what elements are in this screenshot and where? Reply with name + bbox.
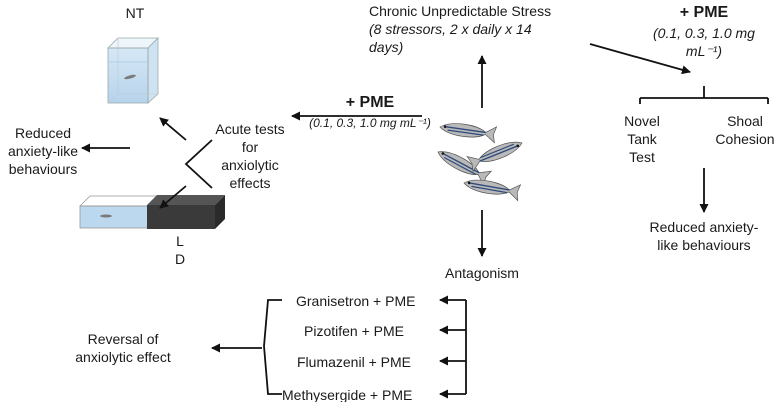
- arrow-to-nt: [159, 117, 187, 141]
- pme-right-line2: (0.1, 0.3, 1.0 mg: [653, 25, 755, 41]
- chevron-connector: [184, 139, 213, 189]
- pme-center-doses: (0.1, 0.3, 1.0 mg mL⁻¹): [309, 116, 431, 130]
- pme-right-title: + PME: [679, 4, 729, 21]
- reversal-line2: anxiolytic effect: [75, 349, 171, 365]
- nt-label: NT: [125, 5, 145, 21]
- novel-tank-line1: Novel: [624, 113, 660, 129]
- reduced-left-line1: Reduced: [14, 125, 72, 141]
- reduced-right-line1: Reduced anxiety-: [649, 219, 759, 235]
- antagonism-label: Antagonism: [445, 265, 519, 281]
- acute-tests-line3: anxiolytic: [221, 157, 279, 173]
- novel-tank-line3: Test: [629, 149, 655, 165]
- chronic-title: Chronic Unpredictable Stress: [369, 3, 552, 19]
- zebrafish-group-illustration: [437, 123, 523, 202]
- reduced-left-line2: anxiety-like: [7, 143, 79, 159]
- novel-tank-illustration: [107, 37, 159, 104]
- antagonist-granisetron: Granisetron + PME: [296, 293, 416, 309]
- antagonist-methysergide: Methysergide + PME: [282, 387, 413, 402]
- light-dark-box-illustration: [79, 195, 225, 229]
- antagonist-flumazenil: Flumazenil + PME: [297, 354, 411, 370]
- ld-label-l: L: [176, 233, 184, 249]
- pme-right-line3: mL⁻¹): [685, 43, 723, 59]
- connectors: [81, 43, 769, 399]
- left-bracket: [263, 299, 282, 395]
- chronic-line2: (8 stressors, 2 x daily x 14: [369, 21, 532, 37]
- reversal-line1: Reversal of: [87, 331, 159, 347]
- antagonist-pizotifen: Pizotifen + PME: [304, 323, 404, 339]
- arrow-to-pme-right: [589, 43, 691, 75]
- reduced-right-line2: like behaviours: [657, 237, 751, 253]
- shoal-line1: Shoal: [727, 113, 763, 129]
- ld-label-d: D: [174, 251, 186, 267]
- acute-tests-line2: for: [241, 139, 259, 155]
- acute-tests-line4: effects: [229, 175, 271, 191]
- novel-tank-line2: Tank: [627, 131, 657, 147]
- arrow-to-ld: [159, 185, 187, 209]
- chronic-line3: days): [369, 39, 404, 55]
- reduced-left-line3: behaviours: [8, 161, 78, 177]
- pme-center-title: + PME: [345, 94, 395, 111]
- shoal-line2: Cohesion: [715, 131, 775, 147]
- acute-tests-line1: Acute tests: [215, 121, 285, 137]
